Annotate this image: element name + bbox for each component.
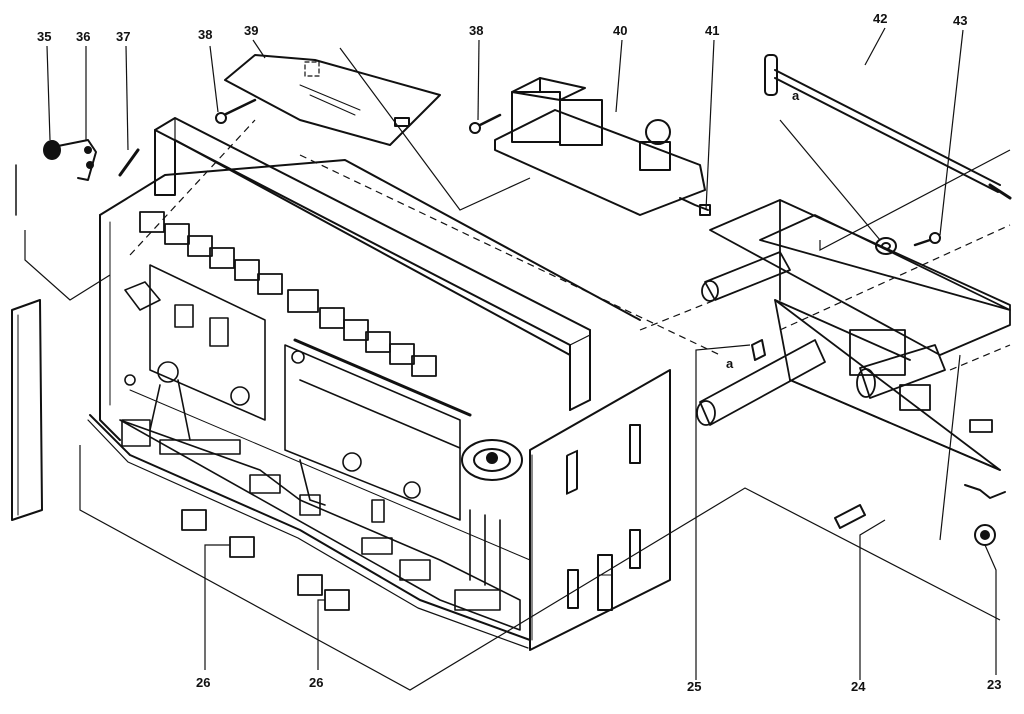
cap-part-26-group2 [297, 574, 350, 611]
callout-41: 41 [705, 23, 720, 38]
callout-23: 23 [987, 677, 1002, 692]
screw-left [215, 98, 257, 124]
carry-handle [154, 117, 591, 411]
main-chassis [87, 159, 671, 651]
cover-panel [224, 54, 441, 146]
callout-43: 43 [953, 13, 968, 28]
callout-26-left: 26 [196, 675, 211, 690]
part-23 [964, 484, 1006, 546]
rod-upper [701, 251, 791, 302]
washer [875, 237, 897, 255]
transformer-board [494, 77, 711, 216]
screw-right [469, 113, 502, 134]
part-24 [834, 504, 866, 529]
cap-part-26-group1 [181, 509, 255, 558]
callout-38-right: 38 [469, 23, 484, 38]
callout-42: 42 [873, 11, 888, 26]
callout-26-right: 26 [309, 675, 324, 690]
cassette-mechanism-left [124, 264, 266, 441]
leader-lines [24, 27, 1011, 691]
flywheel [461, 439, 523, 481]
screw-43 [913, 232, 941, 247]
callout-24: 24 [851, 679, 866, 694]
bottom-pcb [119, 419, 521, 631]
marker-a-mid: a [726, 356, 734, 371]
rod-right [856, 344, 946, 399]
rear-frame [709, 199, 1011, 471]
control-knob-assembly [43, 139, 140, 181]
front-panel-fragment [11, 164, 43, 521]
callout-38-left: 38 [198, 27, 213, 42]
marker-a-top: a [792, 88, 800, 103]
callout-36: 36 [76, 29, 91, 44]
piano-key-row [139, 211, 437, 377]
callout-37: 37 [116, 29, 131, 44]
cassette-mechanism-right [284, 338, 472, 523]
callout-40: 40 [613, 23, 628, 38]
dashed-assembly-lines [129, 119, 1011, 371]
callout-35: 35 [37, 29, 52, 44]
antenna-rod [764, 54, 1012, 200]
callout-25: 25 [687, 679, 702, 694]
callout-39: 39 [244, 23, 259, 38]
rod-lower [696, 339, 826, 426]
clip-a [751, 339, 766, 361]
